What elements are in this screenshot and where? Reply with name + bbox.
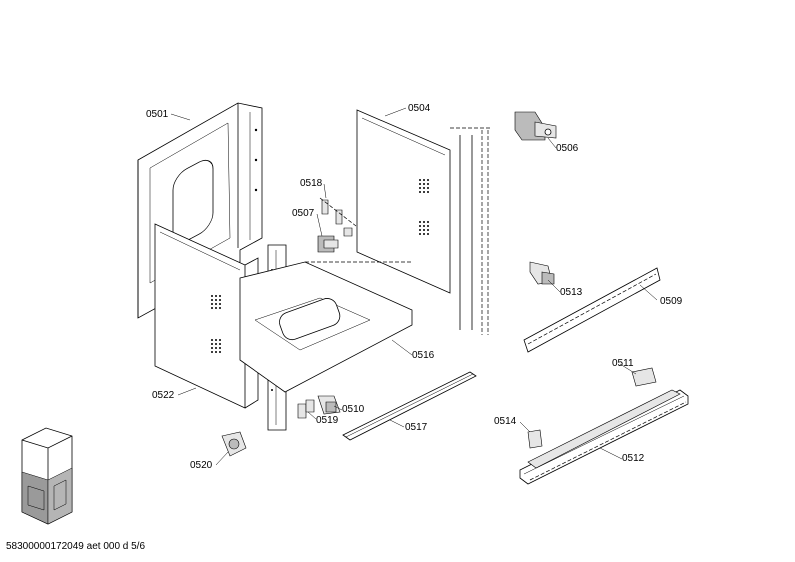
label-0510: 0510	[342, 404, 365, 415]
leader-lines	[170, 107, 658, 466]
label-0517: 0517	[405, 422, 428, 433]
label-0506: 0506	[556, 143, 579, 154]
label-0516: 0516	[412, 350, 435, 361]
part-0516-base-tray	[239, 261, 413, 393]
label-0522: 0522	[152, 390, 175, 401]
part-0512-telescopic-rail	[519, 389, 689, 485]
label-0520: 0520	[190, 460, 213, 471]
part-0520-hinge	[221, 431, 247, 457]
label-0509: 0509	[660, 296, 683, 307]
label-0511: 0511	[612, 358, 634, 369]
part-0506-actuator	[514, 111, 557, 141]
part-0507-bracket	[317, 235, 339, 253]
part-0511-bracket	[631, 367, 657, 387]
part-0519-screws	[297, 399, 315, 419]
label-0513: 0513	[560, 287, 583, 298]
label-0512: 0512	[622, 453, 645, 464]
part-0513-clip	[529, 261, 555, 285]
part-0522-side-panel	[154, 223, 259, 409]
part-0518-screws	[319, 197, 357, 237]
appliance-thumbnail-icon	[21, 427, 73, 525]
label-0504: 0504	[408, 103, 431, 114]
part-0510-bracket	[317, 395, 341, 415]
label-0514: 0514	[494, 416, 517, 427]
part-0504-side-panel	[356, 109, 451, 294]
label-0518: 0518	[300, 178, 323, 189]
vertical-rail-right	[450, 127, 490, 335]
part-0509-strip	[523, 267, 661, 353]
part-0514-clip	[527, 429, 543, 449]
part-0517-trim-bar	[342, 371, 477, 441]
label-0501: 0501	[146, 109, 169, 120]
label-0519: 0519	[316, 415, 339, 426]
document-code: 58300000172049 aet 000 d 5/6	[6, 541, 146, 552]
label-0507: 0507	[292, 208, 315, 219]
